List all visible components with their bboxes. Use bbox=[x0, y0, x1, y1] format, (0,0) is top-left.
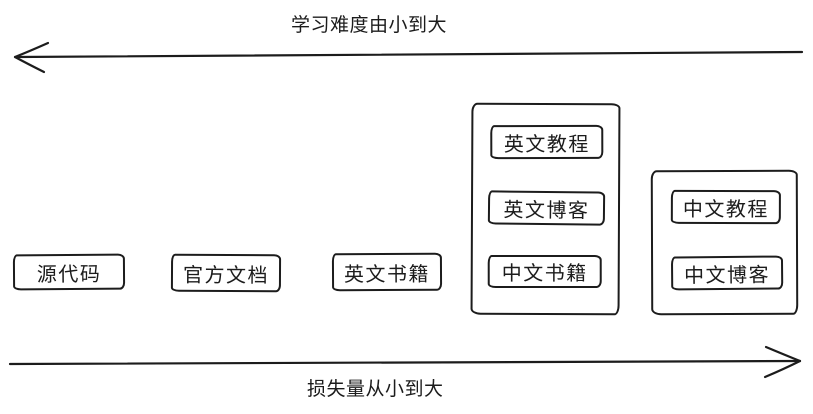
box-official-docs: 官方文档 bbox=[170, 253, 282, 293]
box-english-books: 英文书籍 bbox=[331, 252, 443, 292]
box-source-code: 源代码 bbox=[12, 253, 126, 291]
box-english-tutorials-label: 英文教程 bbox=[503, 131, 590, 156]
box-english-blogs-label: 英文博客 bbox=[503, 197, 590, 222]
box-chinese-tutorials-label: 中文教程 bbox=[682, 196, 769, 221]
box-chinese-blogs-label: 中文博客 bbox=[684, 262, 771, 287]
box-english-tutorials: 英文教程 bbox=[490, 124, 604, 160]
bottom-arrow-line bbox=[8, 359, 802, 366]
box-source-code-label: 源代码 bbox=[36, 261, 102, 286]
bottom-arrow-head-upper bbox=[764, 345, 802, 363]
box-chinese-books: 中文书籍 bbox=[487, 254, 602, 289]
top-arrow-line bbox=[14, 50, 804, 59]
bottom-arrow-head-lower bbox=[763, 359, 802, 379]
top-axis-label: 学习难度由小到大 bbox=[291, 14, 448, 36]
bottom-axis-label: 损失量从小到大 bbox=[307, 378, 444, 400]
top-arrow-head-lower bbox=[13, 55, 46, 74]
top-arrow-head-upper bbox=[13, 41, 50, 59]
group-english: 英文教程 英文博客 中文书籍 bbox=[470, 102, 621, 316]
box-chinese-blogs: 中文博客 bbox=[670, 255, 784, 291]
box-chinese-books-label: 中文书籍 bbox=[501, 260, 588, 286]
box-official-docs-label: 官方文档 bbox=[182, 262, 270, 287]
group-chinese: 中文教程 中文博客 bbox=[650, 169, 799, 316]
box-english-blogs: 英文博客 bbox=[487, 190, 606, 226]
box-chinese-tutorials: 中文教程 bbox=[670, 189, 781, 225]
box-english-books-label: 英文书籍 bbox=[343, 261, 431, 286]
